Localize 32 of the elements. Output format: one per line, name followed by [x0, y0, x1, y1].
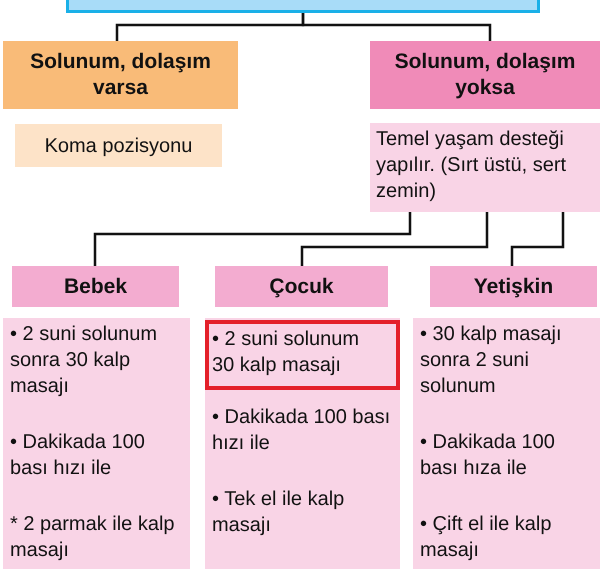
category-box: [430, 266, 597, 307]
category-box: [215, 266, 388, 307]
action-box: [15, 124, 222, 167]
body-text: Temel yaşam desteği yapılır. (Sırt üstü, sert zemin): [376, 127, 568, 204]
instruction-text: • Dakikada 100 bası hızı ile: [10, 430, 146, 481]
instruction-panel: [413, 318, 600, 569]
heading-text: Yetişkin: [474, 274, 554, 300]
connector-line: [94, 212, 412, 266]
instruction-text: • 2 suni solunum sonra 30 kalp masajı: [10, 322, 158, 399]
label-text: Koma pozisyonu: [44, 134, 192, 158]
instruction-text: • Dakikada 100 bası hızı ile: [212, 405, 392, 456]
condition-box: [3, 41, 238, 109]
heading-text: Çocuk: [269, 274, 334, 300]
heading-text: Bebek: [64, 274, 128, 300]
connector-line: [300, 212, 488, 266]
connector-line: [302, 13, 492, 41]
instruction-text: • Çift el ile kalp masajı: [420, 512, 552, 563]
instruction-text: • Tek el ile kalp masajı: [212, 487, 346, 538]
heading-text: Solunum, dolaşım varsa: [29, 49, 212, 101]
connector-line: [510, 212, 564, 266]
instruction-panel: [205, 318, 400, 569]
instruction-text: * 2 parmak ile kalp masajı: [10, 512, 176, 563]
condition-box: [370, 41, 600, 109]
action-box: [370, 123, 600, 212]
instruction-text: • Dakikada 100 bası hıza ile: [420, 430, 556, 481]
instruction-panel: [3, 318, 190, 569]
highlighted-instruction: [205, 320, 400, 390]
instruction-text: • 2 suni solunum 30 kalp masajı: [212, 327, 360, 378]
heading-text: Solunum, dolaşım yoksa: [394, 49, 576, 101]
empty-box: [66, 0, 540, 13]
instruction-text: • 30 kalp masajı sonra 2 suni solunum: [420, 322, 563, 399]
category-box: [12, 266, 179, 307]
